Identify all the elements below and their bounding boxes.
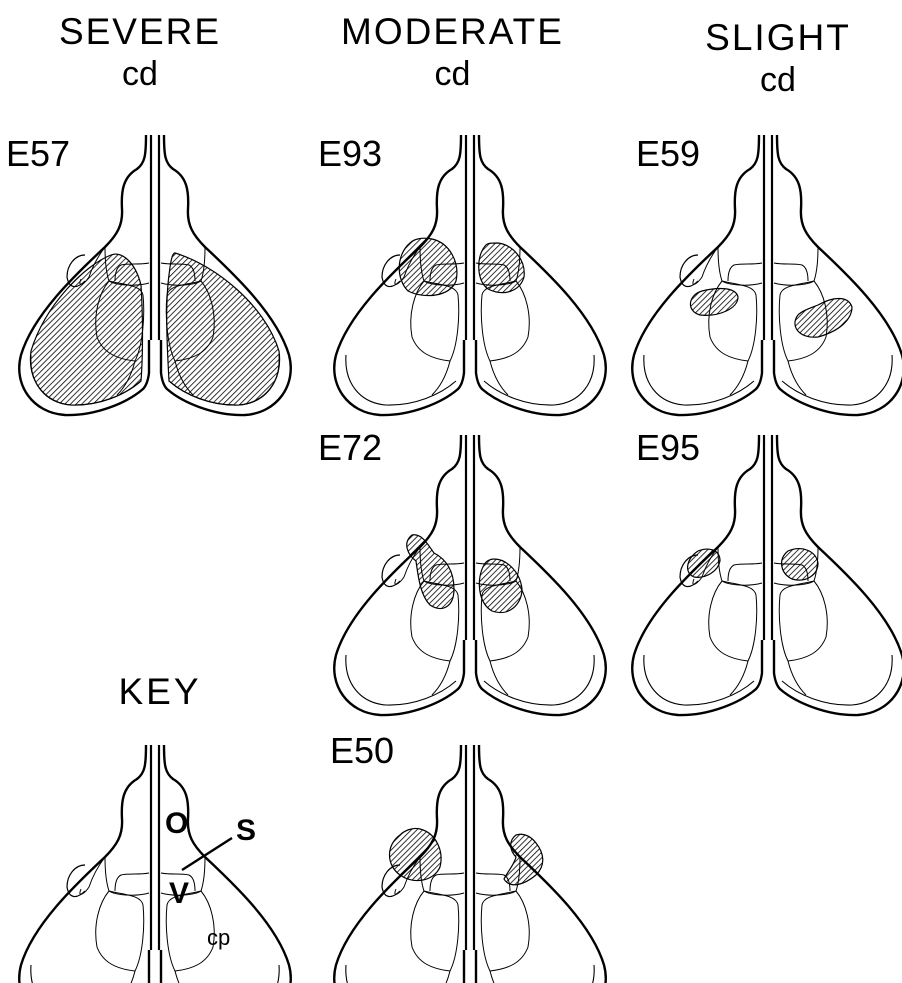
- diagram-e93: [334, 135, 606, 415]
- key-label-s: S: [236, 813, 256, 849]
- diagram-key: [19, 745, 291, 983]
- diagram-e59: [632, 135, 902, 415]
- diagram-e72: [334, 435, 606, 715]
- diagram-e57: [19, 135, 291, 415]
- key-label-v: V: [169, 876, 189, 912]
- key-label-cp: cp: [207, 920, 230, 956]
- diagram-e50: [334, 745, 606, 983]
- diagram-e95: [632, 435, 902, 715]
- key-s-pointer: [182, 838, 232, 870]
- key-label-o: O: [165, 806, 188, 842]
